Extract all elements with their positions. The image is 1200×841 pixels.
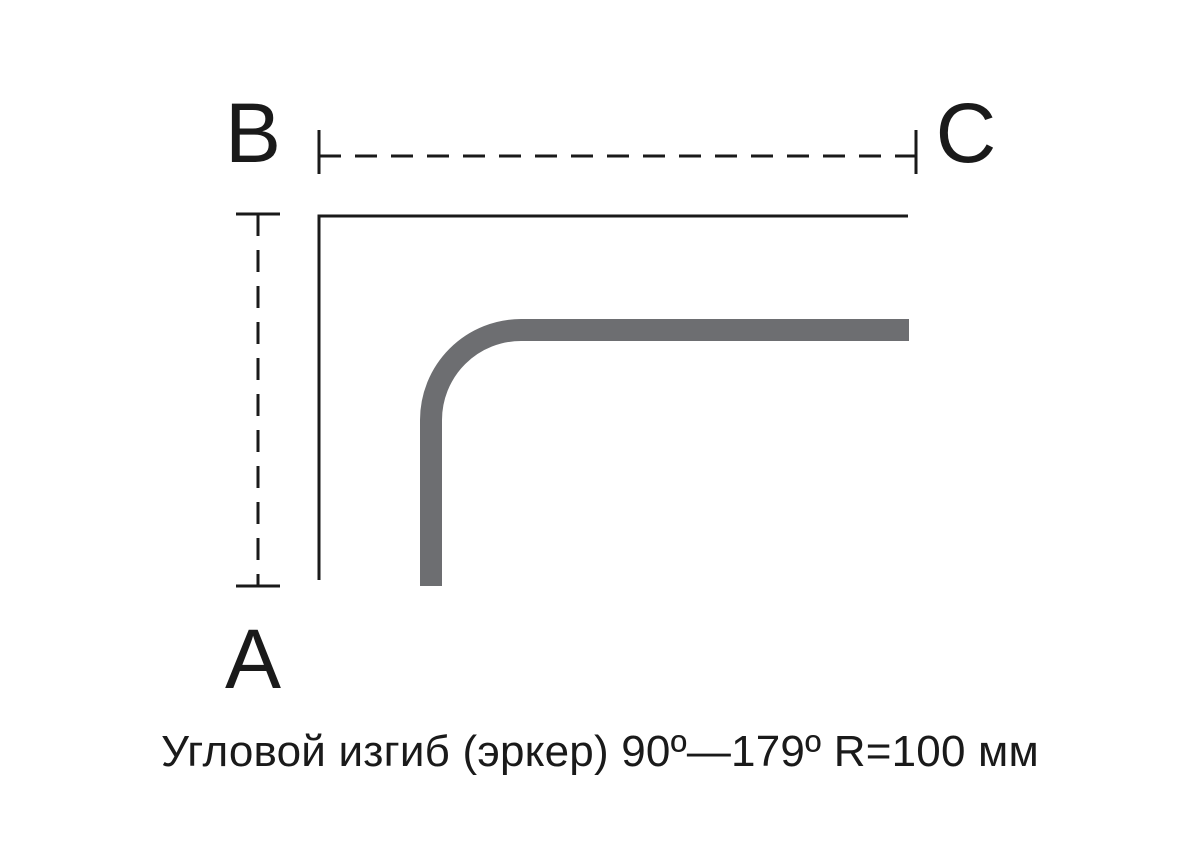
dimension-line-bc [317, 130, 918, 174]
point-label-b: B [225, 86, 281, 180]
diagram-caption: Угловой изгиб (эркер) 90º—179º R=100 мм [161, 727, 1039, 776]
corner-outline [317, 214, 908, 580]
bent-profile [420, 319, 909, 586]
point-label-a: A [225, 612, 281, 706]
dimension-line-ab [236, 212, 280, 588]
point-label-c: C [936, 86, 997, 180]
